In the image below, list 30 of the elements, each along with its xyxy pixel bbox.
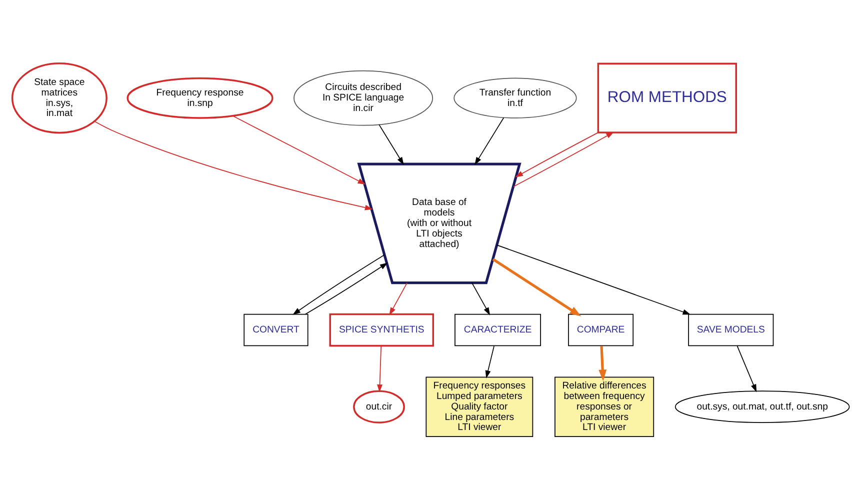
node-box: SPICE SYNTHETIS [329,313,434,347]
node-box: COMPARE [568,314,634,346]
node-box: Relative differences between frequency responses or parameters LTI viewer [554,376,654,437]
arrow [292,254,385,315]
node-ellipse: State space matrices in.sys, in.mat [11,62,108,134]
arrow [736,346,757,392]
node-box: CARACTERIZE [454,314,541,346]
node-box: ROM METHODS [597,62,737,134]
node-ellipse: out.sys, out.mat, out.tf, out.snp [674,390,850,423]
arrow [304,262,388,315]
arrow [496,244,691,315]
arrow [389,282,408,316]
node-box: SAVE MODELS [688,314,774,346]
node-box: Frequency responses Lumped parameters Quality factor Line parameters LTI viewer [426,376,534,437]
arrow [512,132,614,188]
node-box: CONVERT [244,314,308,346]
node-ellipse: Transfer function in.tf [454,78,577,118]
arrow [598,346,607,382]
node-ellipse: out.cir [353,390,405,424]
arrow [474,117,504,166]
arrow [515,132,599,178]
node-ellipse: Circuits described In SPICE language in.cir [294,70,434,126]
arrow [485,346,494,378]
arrow [94,120,373,210]
arrow [232,115,366,185]
arrow [472,282,490,316]
arrow [377,346,383,392]
arrow [378,124,404,165]
node-ellipse: Frequency response in.snp [126,77,274,119]
arrow [492,258,582,316]
